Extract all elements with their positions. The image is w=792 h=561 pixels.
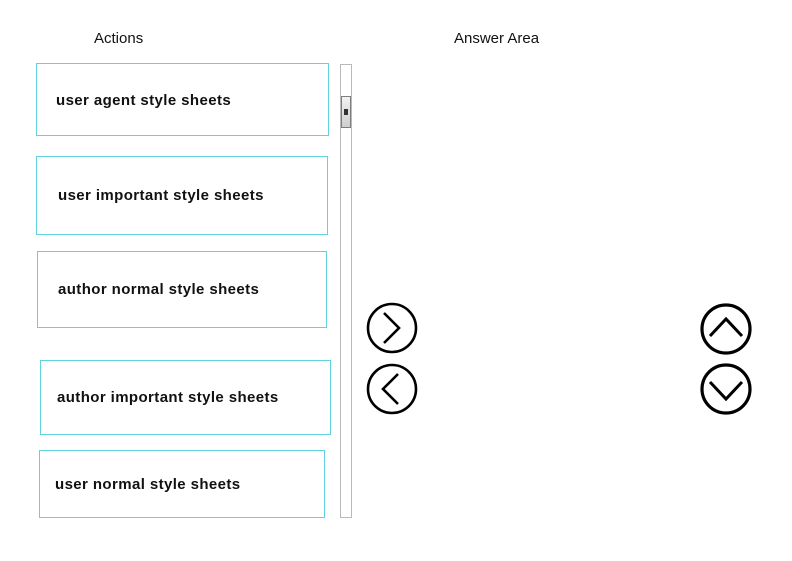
action-item-author-important-style-sheets[interactable]: author important style sheets (40, 360, 331, 435)
move-up-button[interactable] (700, 303, 752, 355)
scrollbar-thumb[interactable] (341, 96, 351, 128)
chevron-up-circle-icon (700, 303, 752, 355)
move-right-button[interactable] (366, 302, 418, 354)
actions-heading: Actions (94, 30, 144, 47)
action-item-label: author important style sheets (57, 389, 279, 406)
chevron-right-circle-icon (366, 302, 418, 354)
answer-area-heading: Answer Area (454, 30, 540, 47)
answer-area-dropzone[interactable] (430, 60, 680, 520)
actions-scrollbar[interactable] (340, 64, 352, 518)
action-item-author-normal-style-sheets[interactable]: author normal style sheets (37, 251, 327, 328)
action-item-user-important-style-sheets[interactable]: user important style sheets (36, 156, 328, 235)
move-down-button[interactable] (700, 363, 752, 415)
action-item-label: user agent style sheets (56, 91, 232, 109)
action-item-user-normal-style-sheets[interactable]: user normal style sheets (39, 450, 325, 518)
action-item-label: author normal style sheets (58, 281, 260, 298)
chevron-left-circle-icon (366, 363, 418, 415)
move-left-button[interactable] (366, 363, 418, 415)
scrollbar-grip (344, 109, 348, 115)
action-item-user-agent-style-sheets[interactable]: user agent style sheets (36, 63, 329, 136)
action-item-label: user important style sheets (58, 187, 264, 204)
chevron-down-circle-icon (700, 363, 752, 415)
action-item-label: user normal style sheets (55, 475, 241, 493)
